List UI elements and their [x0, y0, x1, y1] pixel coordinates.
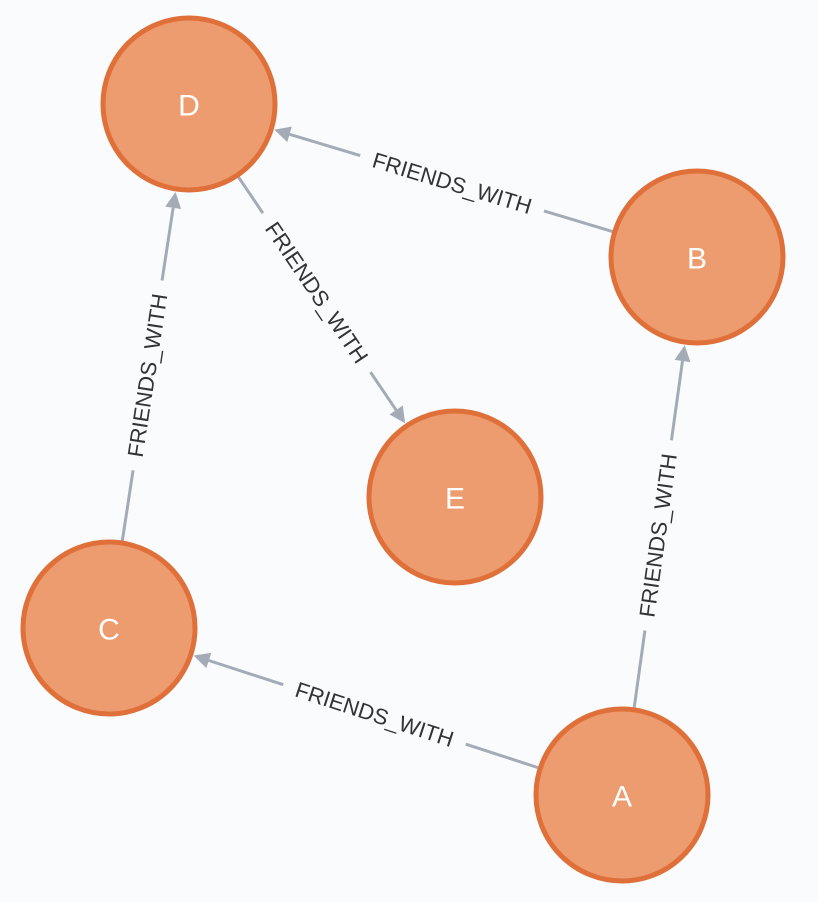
node-label: D — [178, 90, 200, 123]
relationship-line — [160, 207, 175, 281]
relationship-line — [289, 132, 361, 157]
relationship-line — [120, 470, 135, 544]
relationship-type-label: FRIENDS_WITH — [260, 217, 373, 368]
relationship-line — [669, 360, 684, 441]
node-label: A — [612, 781, 632, 814]
arrow-head-icon — [674, 345, 691, 363]
relationship-type-label: FRIENDS_WITH — [369, 147, 534, 219]
relationship-B-D[interactable]: FRIENDS_WITH — [274, 126, 616, 234]
node-label: C — [98, 614, 120, 647]
relationship-line — [465, 742, 541, 770]
relationship-type-label: FRIENDS_WITH — [292, 677, 457, 752]
relationship-line — [235, 174, 265, 214]
node-B[interactable]: B — [608, 168, 786, 346]
node-circle[interactable] — [608, 168, 786, 346]
relationship-line — [208, 659, 284, 687]
relationship-A-B[interactable]: FRIENDS_WITH — [632, 345, 691, 711]
node-A[interactable]: A — [533, 706, 711, 884]
node-circle[interactable] — [20, 539, 198, 717]
relationship-D-E[interactable]: FRIENDS_WITH — [235, 174, 406, 424]
arrow-head-icon — [193, 652, 212, 669]
node-C[interactable]: C — [20, 539, 198, 717]
node-E[interactable]: E — [366, 408, 544, 586]
node-D[interactable]: D — [100, 15, 278, 193]
relationship-type-label: FRIENDS_WITH — [634, 452, 682, 619]
nodes-layer: D B E C A — [20, 15, 786, 884]
node-circle[interactable] — [100, 15, 278, 193]
node-label: E — [445, 483, 465, 516]
arrow-head-icon — [165, 191, 182, 210]
relationship-A-C[interactable]: FRIENDS_WITH — [193, 652, 541, 770]
arrow-head-icon — [274, 126, 292, 142]
node-circle[interactable] — [533, 706, 711, 884]
relationship-line — [632, 630, 647, 711]
relationship-line — [543, 209, 616, 234]
relationship-C-D[interactable]: FRIENDS_WITH — [120, 191, 182, 544]
relationship-type-label: FRIENDS_WITH — [123, 292, 173, 459]
node-circle[interactable] — [366, 408, 544, 586]
node-label: B — [687, 243, 707, 276]
relationship-line — [369, 371, 398, 411]
arrow-head-icon — [389, 405, 406, 424]
